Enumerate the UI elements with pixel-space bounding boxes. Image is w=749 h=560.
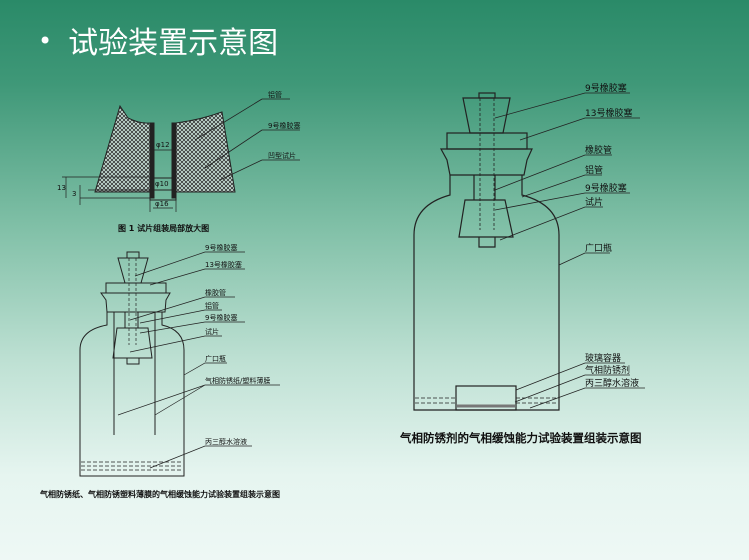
fig2-label-paper-film: 气相防锈纸/塑料薄膜 xyxy=(205,376,270,385)
fig3-label-aluminum-tube: 铝管 xyxy=(585,164,603,176)
fig2-label-stopper-9-top: 9号橡胶塞 xyxy=(205,243,237,252)
fig3-label-glass-container: 玻璃容器 xyxy=(585,352,621,364)
fig3-caption: 气相防锈剂的气相缓蚀能力试验装置组装示意图 xyxy=(399,431,642,445)
fig3-label-stopper-13: 13号橡胶塞 xyxy=(585,107,632,119)
fig2-label-aluminum-tube: 铝管 xyxy=(205,301,219,310)
fig2-label-specimen: 试片 xyxy=(205,327,219,336)
figure-3-apparatus xyxy=(413,92,645,411)
fig3-label-stopper-9-top: 9号橡胶塞 xyxy=(585,82,627,94)
figure-2-apparatus xyxy=(79,251,280,477)
fig3-label-glycerol-solution: 丙三醇水溶液 xyxy=(585,377,639,389)
fig1-dim-phi16: φ16 xyxy=(155,200,169,208)
figure-1-detail xyxy=(62,98,300,212)
fig2-label-stopper-13: 13号橡胶塞 xyxy=(205,260,242,269)
fig2-caption: 气相防锈纸、气相防锈塑料薄膜的气相缓蚀能力试验装置组装示意图 xyxy=(39,489,280,499)
fig1-caption: 图 1 试片组装局部放大图 xyxy=(118,223,209,233)
fig2-label-jar: 广口瓶 xyxy=(205,354,226,363)
slide-title: •试验装置示意图 xyxy=(38,26,279,61)
fig3-label-rubber-tube: 橡胶管 xyxy=(585,144,612,156)
fig1-dim-13: 13 xyxy=(57,184,66,192)
fig2-label-stopper-9-inner: 9号橡胶塞 xyxy=(205,313,237,322)
fig3-label-vpi: 气相防锈剂 xyxy=(585,364,630,376)
fig1-label-concave-specimen: 凹型试片 xyxy=(268,151,296,160)
fig1-label-aluminum-tube: 铝管 xyxy=(268,90,282,99)
fig2-label-rubber-tube: 橡胶管 xyxy=(205,288,226,297)
fig1-dim-3: 3 xyxy=(72,190,76,198)
fig1-label-stopper-9: 9号橡胶塞 xyxy=(268,121,300,130)
fig3-label-specimen: 试片 xyxy=(585,196,603,208)
fig1-dim-phi10: φ10 xyxy=(155,180,169,188)
fig1-dim-phi12: φ12 xyxy=(156,141,170,149)
fig3-label-stopper-9-inner: 9号橡胶塞 xyxy=(585,182,627,194)
fig2-label-glycerol-solution: 丙三醇水溶液 xyxy=(205,437,247,446)
fig3-label-jar: 广口瓶 xyxy=(585,242,612,254)
